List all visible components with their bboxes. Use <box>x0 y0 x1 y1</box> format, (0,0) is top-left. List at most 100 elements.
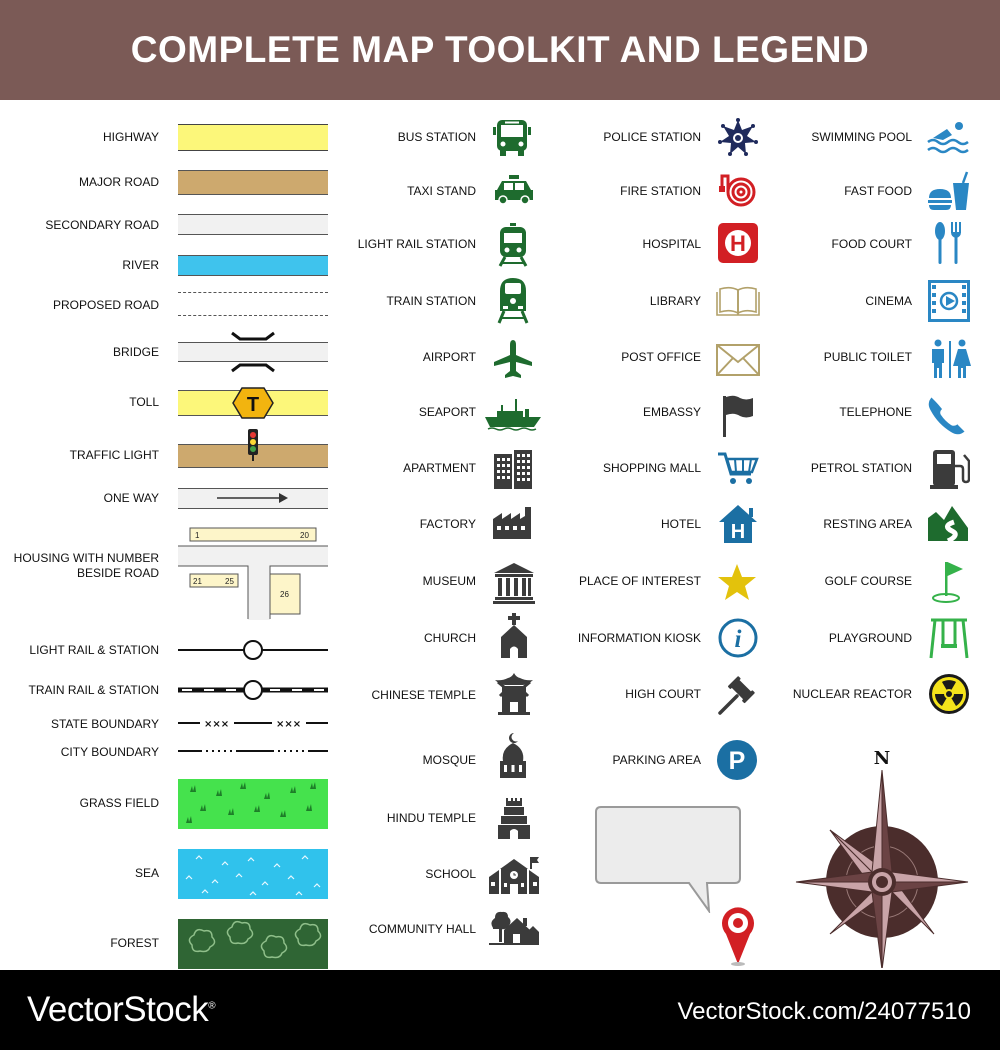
church-icon <box>497 613 531 659</box>
label-golf-course: GOLF COURSE <box>824 574 912 588</box>
svg-text:×××: ××× <box>276 719 301 730</box>
label-petrol-station: PETROL STATION <box>810 461 912 475</box>
hindu-temple-icon <box>494 796 534 840</box>
label-one-way: ONE WAY <box>103 491 159 505</box>
label-airport: AIRPORT <box>422 350 476 364</box>
label-hospital: HOSPITAL <box>642 237 701 251</box>
house-number-21: 21 <box>193 577 202 586</box>
label-sea: SEA <box>134 866 159 880</box>
hotel-mark: H <box>731 521 745 543</box>
label-parking-area: PARKING AREA <box>612 753 701 767</box>
label-major-road: MAJOR ROAD <box>78 175 159 189</box>
label-housing: HOUSING WITH NUMBER BESIDE ROAD <box>13 551 159 580</box>
bus-icon <box>493 118 531 158</box>
compass-rose-icon: N <box>794 742 970 968</box>
label-factory: FACTORY <box>419 517 476 531</box>
label-train-station: TRAIN STATION <box>386 294 476 308</box>
label-bridge: BRIDGE <box>112 345 159 359</box>
traffic-light-icon <box>246 428 260 462</box>
toilet-icon <box>928 339 972 379</box>
label-library: LIBRARY <box>649 294 701 308</box>
major-road-swatch <box>178 170 328 195</box>
sea-swatch <box>178 849 328 899</box>
label-playground: PLAYGROUND <box>828 631 912 645</box>
footer-bar: VectorStock® VectorStock.com/24077510 <box>0 970 1000 1050</box>
chinese-temple-icon <box>494 672 534 716</box>
grass-field-swatch <box>178 779 328 829</box>
community-hall-icon <box>489 910 539 946</box>
gavel-icon <box>717 674 759 716</box>
light-rail-line <box>178 639 328 661</box>
svg-text:×××: ××× <box>204 719 229 730</box>
toll-icon: T <box>231 386 275 420</box>
label-telephone: TELEPHONE <box>839 405 912 419</box>
parking-mark: P <box>729 747 746 775</box>
label-fire-station: FIRE STATION <box>620 184 701 198</box>
museum-icon <box>493 562 535 604</box>
house-number-26: 26 <box>280 590 289 599</box>
school-icon <box>487 855 541 895</box>
label-post-office: POST OFFICE <box>621 350 701 364</box>
label-high-court: HIGH COURT <box>625 687 701 701</box>
swimmer-icon <box>927 120 971 154</box>
label-community-hall: COMMUNITY HALL <box>368 922 476 936</box>
police-badge-icon <box>718 118 758 158</box>
label-cinema: CINEMA <box>865 294 912 308</box>
apartment-icon <box>493 448 533 490</box>
ship-icon <box>485 397 541 431</box>
footer-brand: VectorStock <box>27 990 209 1029</box>
label-embassy: EMBASSY <box>642 405 701 419</box>
cutlery-icon <box>932 221 966 265</box>
fast-food-icon <box>927 171 971 211</box>
info-mark: i <box>735 626 742 653</box>
info-icon: i <box>717 617 759 659</box>
resting-area-icon <box>926 502 970 542</box>
radiation-icon <box>928 673 970 715</box>
label-hotel: HOTEL <box>660 517 701 531</box>
label-mosque: MOSQUE <box>422 753 476 767</box>
swing-icon <box>929 617 969 659</box>
fire-hose-icon <box>717 171 759 211</box>
label-museum: MUSEUM <box>422 574 476 588</box>
label-fast-food: FAST FOOD <box>844 184 912 198</box>
location-pin-icon <box>720 904 756 966</box>
label-nuclear-reactor: NUCLEAR REACTOR <box>792 687 912 701</box>
envelope-icon <box>716 344 760 376</box>
label-train-rail: TRAIN RAIL & STATION <box>28 683 159 697</box>
telephone-icon <box>928 394 970 436</box>
label-shopping-mall: SHOPPING MALL <box>602 461 701 475</box>
forest-swatch <box>178 919 328 969</box>
river-swatch <box>178 255 328 276</box>
highway-swatch <box>178 124 328 151</box>
compass-north-mark: N <box>874 748 890 769</box>
label-traffic-light: TRAFFIC LIGHT <box>69 448 159 462</box>
flag-icon <box>719 394 755 438</box>
house-number-20: 20 <box>300 531 309 540</box>
fuel-pump-icon <box>930 448 970 490</box>
label-public-toilet: PUBLIC TOILET <box>823 350 912 364</box>
state-boundary-line: ××× ××× <box>178 716 328 730</box>
label-school: SCHOOL <box>425 867 476 881</box>
book-icon <box>716 285 760 317</box>
footer-url: VectorStock.com/24077510 <box>677 998 971 1025</box>
house-number-25: 25 <box>225 577 234 586</box>
label-church: CHURCH <box>424 631 476 645</box>
label-state-boundary: STATE BOUNDARY <box>50 717 159 731</box>
label-city-boundary: CITY BOUNDARY <box>60 745 159 759</box>
speech-bubble <box>594 805 742 913</box>
city-boundary-line <box>178 744 328 758</box>
page-title: COMPLETE MAP TOOLKIT AND LEGEND <box>130 29 870 70</box>
cinema-icon <box>928 280 970 322</box>
label-river: RIVER <box>122 258 159 272</box>
mosque-icon <box>496 731 530 779</box>
label-apartment: APARTMENT <box>403 461 476 475</box>
taxi-icon <box>493 174 535 206</box>
housing-diagram: 1 20 21 25 26 <box>178 524 330 620</box>
golf-flag-icon <box>930 560 966 604</box>
airplane-icon <box>493 339 533 379</box>
registered-mark: ® <box>208 1000 216 1012</box>
label-taxi-stand: TAXI STAND <box>407 184 476 198</box>
label-swimming-pool: SWIMMING POOL <box>811 130 912 144</box>
arrow-right-icon <box>217 492 289 504</box>
secondary-road-swatch <box>178 214 328 235</box>
